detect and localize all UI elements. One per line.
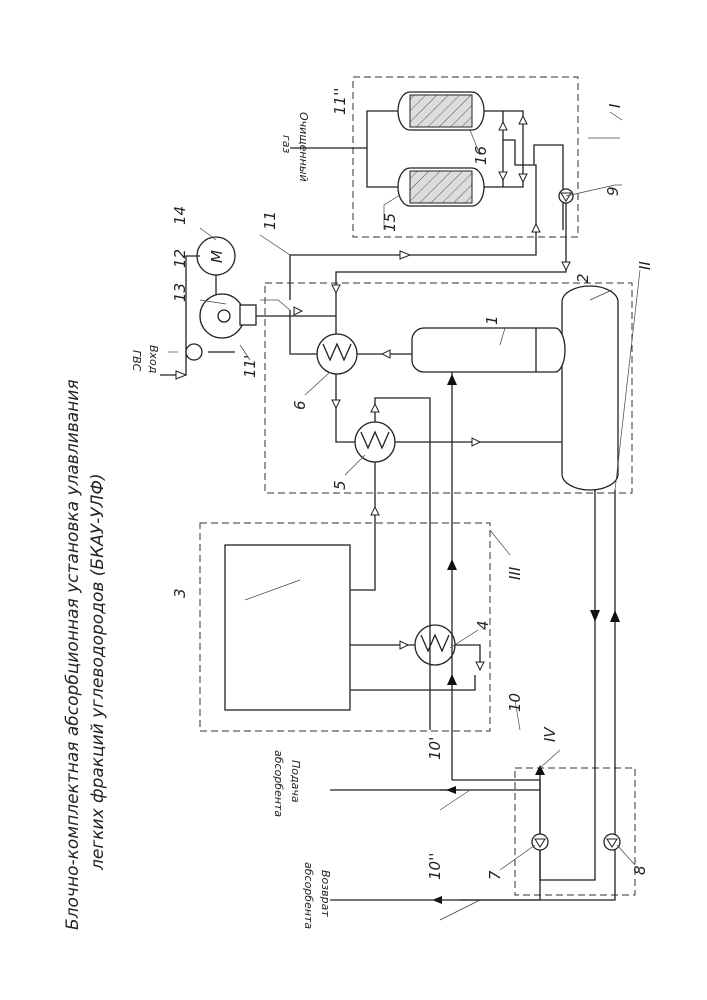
label-10: 10 (506, 693, 524, 712)
label-14: 14 (171, 206, 189, 225)
label-16: 16 (472, 146, 490, 165)
motor-14: M (197, 237, 235, 275)
clean-gas-label-2: газ (280, 135, 293, 154)
adsorber-16 (398, 92, 484, 130)
inlet-label-1: Вход (147, 345, 160, 373)
motor-symbol: M (208, 250, 226, 263)
label-12: 12 (171, 249, 189, 268)
column-1 (412, 328, 565, 372)
label-15: 15 (381, 213, 399, 232)
label-II: II (636, 261, 654, 270)
absorbent-supply-label-2: абсорбента (272, 750, 285, 817)
block-IV-frame (515, 768, 635, 895)
label-5: 5 (331, 480, 349, 490)
label-7: 7 (486, 870, 504, 880)
label-4: 4 (474, 620, 492, 630)
title-line-2: легких фракций углеводородов (БКАУ-УЛФ) (88, 473, 108, 871)
label-10p: 10' (426, 737, 444, 760)
label-I: I (606, 103, 624, 108)
label-3: 3 (171, 588, 189, 598)
heat-exchanger-4 (415, 625, 455, 665)
label-11pp: 11'' (331, 88, 349, 115)
label-10pp: 10'' (426, 853, 444, 880)
label-9: 9 (604, 186, 622, 196)
block-3 (225, 545, 350, 710)
label-13: 13 (171, 283, 189, 302)
heat-exchanger-6 (317, 334, 357, 374)
label-IV: IV (541, 726, 559, 742)
fan-12 (200, 294, 256, 338)
arrow (499, 122, 507, 130)
absorbent-supply-label-1: Подача (289, 760, 302, 803)
label-III: III (506, 566, 524, 580)
label-2: 2 (574, 273, 592, 283)
title-line-1: Блочно-комплектная абсорбционная установ… (63, 379, 83, 930)
absorbent-return-label-2: абсорбента (302, 862, 315, 929)
label-11p: 11' (241, 355, 259, 378)
inlet-label-2: ГВС (130, 350, 143, 372)
label-11: 11 (261, 211, 279, 230)
adsorber-15 (398, 168, 484, 206)
absorbent-return-label-1: Возврат (319, 870, 332, 917)
label-1: 1 (483, 315, 501, 325)
label-6: 6 (291, 400, 309, 410)
separator-2 (562, 286, 618, 490)
filter-13 (186, 344, 202, 360)
clean-gas-label-1: Очищенный (297, 112, 310, 182)
heat-exchanger-5 (355, 422, 395, 462)
label-8: 8 (631, 865, 649, 875)
